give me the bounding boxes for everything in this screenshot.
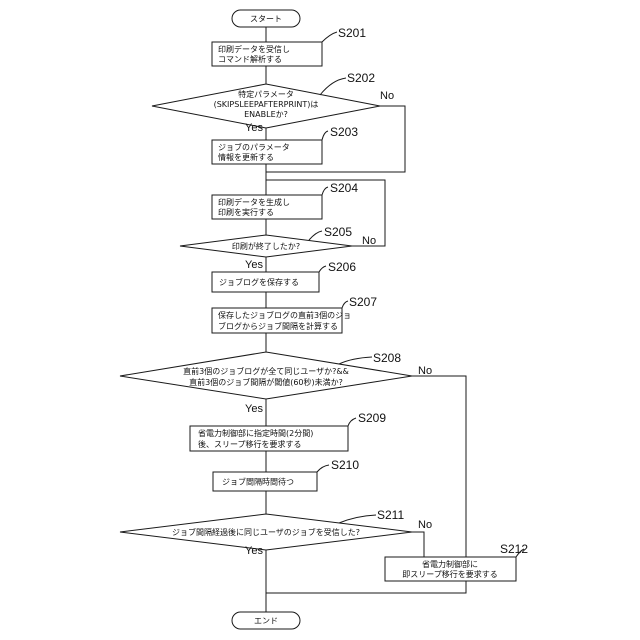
end-label: エンド <box>254 617 278 626</box>
decision-s211: ジョブ間隔経過後に同じユーザのジョブを受信した? <box>120 514 412 550</box>
process-s212: 省電力制御部に 即スリープ移行を要求する <box>385 557 516 581</box>
label-s211: S211 <box>377 508 404 522</box>
label-s202: S202 <box>347 71 375 85</box>
s209-line-1: 省電力制御部に指定時間(2分間) <box>198 428 313 438</box>
label-s209: S209 <box>358 411 386 425</box>
label-s212: S212 <box>500 542 528 556</box>
s204-line-1: 印刷データを生成し <box>218 197 290 207</box>
s203-line-2: 情報を更新する <box>218 152 274 162</box>
s202-line-3: ENABLEか? <box>244 110 288 119</box>
decision-s208: 直前3個のジョブログが全て同じユーザか?&& 直前3個のジョブ間隔が閾値(60秒… <box>120 352 412 399</box>
process-s201: 印刷データを受信し コマンド解析する <box>212 42 322 66</box>
process-s207: 保存したジョブログの直前3個のジョ ブログからジョブ間隔を計算する <box>212 308 351 333</box>
s204-line-2: 印刷を実行する <box>218 207 274 217</box>
process-s203: ジョブのパラメータ 情報を更新する <box>212 140 322 164</box>
s201-line-2: コマンド解析する <box>218 54 282 64</box>
start-label: スタート <box>250 15 282 24</box>
s207-line-2: ブログからジョブ間隔を計算する <box>218 321 338 331</box>
yes-label-s211: Yes <box>245 545 263 557</box>
label-s208: S208 <box>373 351 401 365</box>
start-terminal: スタート <box>232 10 300 27</box>
s203-line-1: ジョブのパラメータ <box>218 142 290 152</box>
no-label-s205: No <box>362 235 376 247</box>
s212-line-2: 即スリープ移行を要求する <box>402 569 498 579</box>
s211-line-1: ジョブ間隔経過後に同じユーザのジョブを受信した? <box>172 527 360 537</box>
s205-line-1: 印刷が終了したか? <box>232 241 300 251</box>
label-s207: S207 <box>349 295 377 309</box>
s209-line-2: 後、スリープ移行を要求する <box>198 439 302 449</box>
s202-line-1: 特定パラメータ <box>238 89 294 99</box>
label-s206: S206 <box>328 260 356 274</box>
label-s203: S203 <box>330 125 358 139</box>
s212-line-1: 省電力制御部に <box>422 559 478 569</box>
s201-line-1: 印刷データを受信し <box>218 44 290 54</box>
s206-line-1: ジョブログを保存する <box>219 277 299 287</box>
process-s210: ジョブ間隔時間待つ <box>213 472 317 491</box>
s208-line-2: 直前3個のジョブ間隔が閾値(60秒)未満か? <box>189 377 343 387</box>
yes-label-s208: Yes <box>245 403 263 415</box>
s207-line-1: 保存したジョブログの直前3個のジョ <box>218 310 351 320</box>
label-s210: S210 <box>331 458 359 472</box>
yes-label-s205: Yes <box>245 259 263 271</box>
no-label-s211: No <box>418 519 432 531</box>
no-label-s202: No <box>380 90 394 102</box>
process-s204: 印刷データを生成し 印刷を実行する <box>212 195 322 219</box>
process-s209: 省電力制御部に指定時間(2分間) 後、スリープ移行を要求する <box>190 426 348 451</box>
s208-line-1: 直前3個のジョブログが全て同じユーザか?&& <box>183 366 349 376</box>
label-s204: S204 <box>330 181 358 195</box>
s202-line-2: (SKIPSLEEPAFTERPRINT)は <box>214 100 319 109</box>
label-s201: S201 <box>338 26 366 40</box>
no-label-s208: No <box>418 365 432 377</box>
label-s205: S205 <box>324 225 352 239</box>
yes-label-s202: Yes <box>245 122 263 134</box>
decision-s202: 特定パラメータ (SKIPSLEEPAFTERPRINT)は ENABLEか? <box>152 84 380 128</box>
process-s206: ジョブログを保存する <box>212 272 319 292</box>
s210-line-1: ジョブ間隔時間待つ <box>222 477 294 487</box>
end-terminal: エンド <box>232 612 300 629</box>
